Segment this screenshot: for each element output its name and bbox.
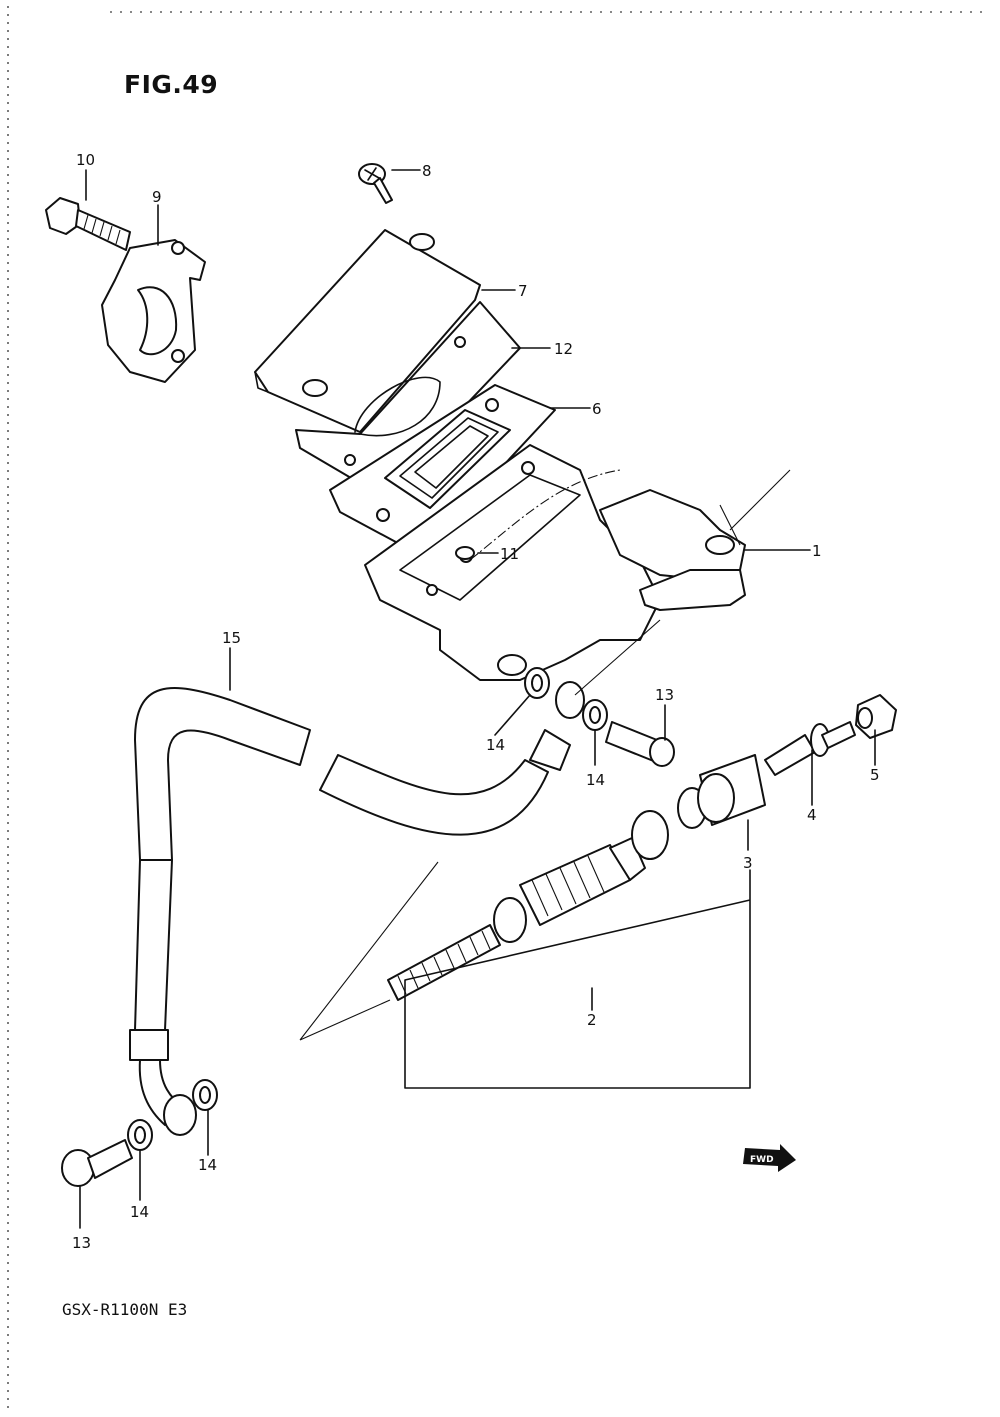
callout-9: 9 <box>152 188 162 206</box>
callout-13-upper: 13 <box>655 686 674 704</box>
part-10-bolt <box>45 197 131 251</box>
callout-3: 3 <box>743 854 753 872</box>
part-7-cap <box>254 229 481 433</box>
fwd-arrow: FWD <box>743 1144 796 1172</box>
callout-5: 5 <box>870 766 880 784</box>
part-15-hose <box>129 681 585 1136</box>
part-1-master-cylinder <box>364 444 746 681</box>
callout-1: 1 <box>812 542 822 560</box>
part-11-clip <box>455 546 475 560</box>
part-8-screw <box>358 163 393 204</box>
callout-8: 8 <box>422 162 432 180</box>
callout-14-a: 14 <box>486 736 505 754</box>
part-4-push-rod <box>764 721 856 776</box>
fwd-label: FWD <box>750 1155 774 1165</box>
figure-title: FIG.49 <box>124 70 219 99</box>
callout-11: 11 <box>500 545 519 563</box>
callout-7: 7 <box>518 282 528 300</box>
part-13-banjo-bolt-lower <box>61 1139 133 1187</box>
part-5-nut <box>855 694 897 739</box>
part-13-banjo-bolt-upper <box>605 721 675 767</box>
callout-labels: 1 2 3 4 5 6 7 8 9 10 11 12 13 13 14 14 1… <box>72 151 880 1252</box>
callout-10: 10 <box>76 151 95 169</box>
callout-13-lower: 13 <box>72 1234 91 1252</box>
part-3-boot-set <box>677 754 766 829</box>
part-9-clamp <box>101 239 206 383</box>
callout-14-c: 14 <box>198 1156 217 1174</box>
leader-lines <box>79 169 876 1229</box>
part-2-piston-set <box>387 810 669 1001</box>
callout-6: 6 <box>592 400 602 418</box>
callout-15: 15 <box>222 629 241 647</box>
callout-2: 2 <box>587 1011 597 1029</box>
callout-4: 4 <box>807 806 817 824</box>
part-14-washers <box>127 667 608 1151</box>
callout-12: 12 <box>554 340 573 358</box>
model-code: GSX-R1100N E3 <box>62 1300 188 1319</box>
callout-14-d: 14 <box>130 1203 149 1221</box>
callout-14-b: 14 <box>586 771 605 789</box>
